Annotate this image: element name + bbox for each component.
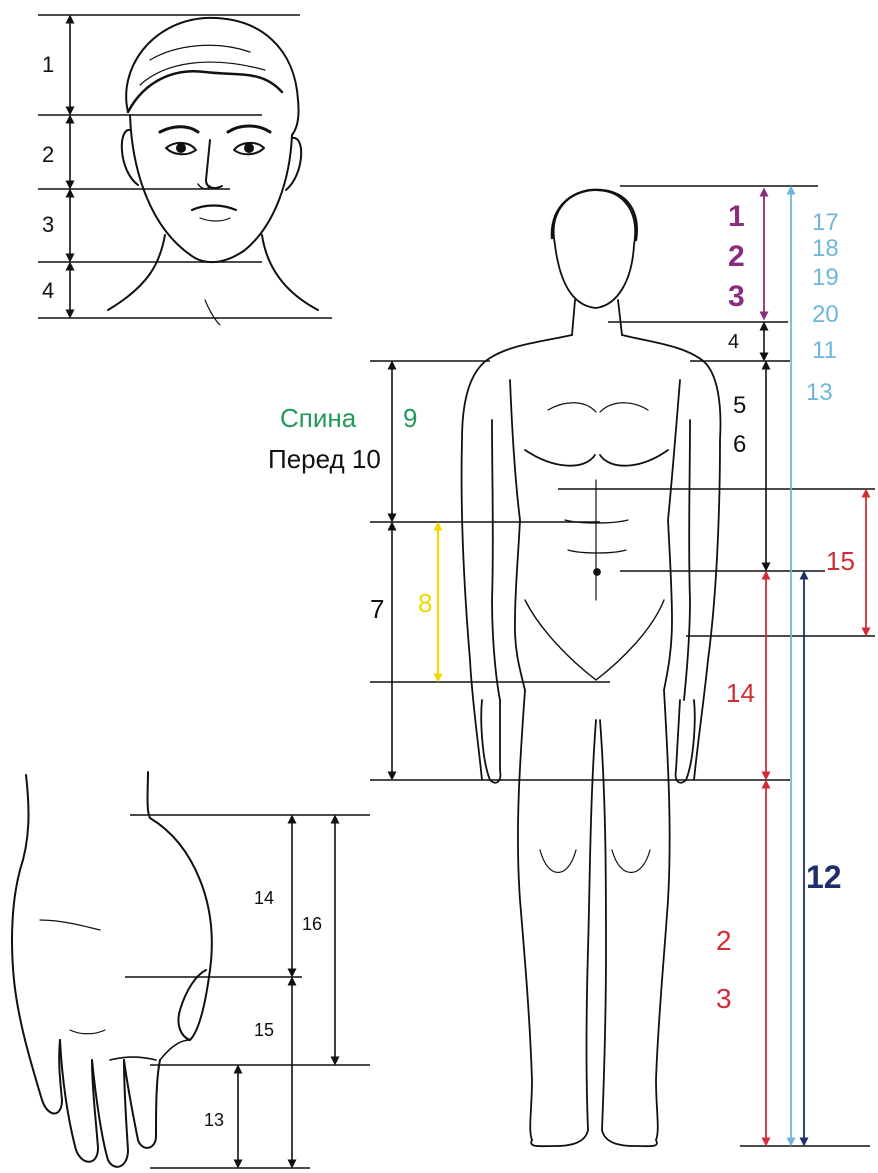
hand-label-15: 15 (254, 1020, 274, 1040)
hand-label-14: 14 (254, 888, 274, 908)
back-number: 9 (403, 403, 417, 433)
back-text: Спина (280, 403, 357, 433)
light-blue-label-17: 17 (812, 209, 839, 236)
light-blue-label-11: 11 (812, 337, 837, 364)
red-label-2: 2 (716, 925, 732, 956)
head-label-4: 4 (42, 278, 54, 303)
hand-label-16: 16 (302, 914, 322, 934)
torso-label-6: 6 (733, 431, 746, 458)
light-blue-label-20: 20 (812, 301, 839, 328)
body-illustration (462, 190, 721, 1146)
purple-label-2: 2 (728, 240, 745, 273)
red-label-3: 3 (716, 983, 732, 1014)
head-label-3: 3 (42, 212, 54, 237)
navy-label-12: 12 (806, 859, 842, 895)
hand-measure-lines (125, 815, 370, 1168)
hand-measure-arrows (238, 819, 335, 1164)
light-blue-label-19: 19 (812, 264, 839, 291)
head-label-1: 1 (42, 52, 54, 77)
body-reference-lines (370, 186, 875, 1146)
hand-illustration (12, 772, 212, 1167)
front-text: Перед 10 (268, 444, 381, 474)
hand-label-13: 13 (204, 1110, 224, 1130)
waist-label-7: 7 (370, 594, 384, 624)
light-blue-label-18: 18 (812, 235, 839, 262)
red-label-14: 14 (726, 678, 755, 708)
light-blue-label-13: 13 (806, 379, 833, 406)
torso-label-5: 5 (733, 392, 746, 419)
purple-label-1: 1 (728, 200, 745, 233)
red-label-15: 15 (826, 546, 855, 576)
head-label-2: 2 (42, 142, 54, 167)
neck-label-4: 4 (728, 331, 739, 353)
purple-label-3: 3 (728, 280, 745, 313)
yellow-label-8: 8 (418, 588, 432, 618)
head-illustration (108, 18, 318, 325)
